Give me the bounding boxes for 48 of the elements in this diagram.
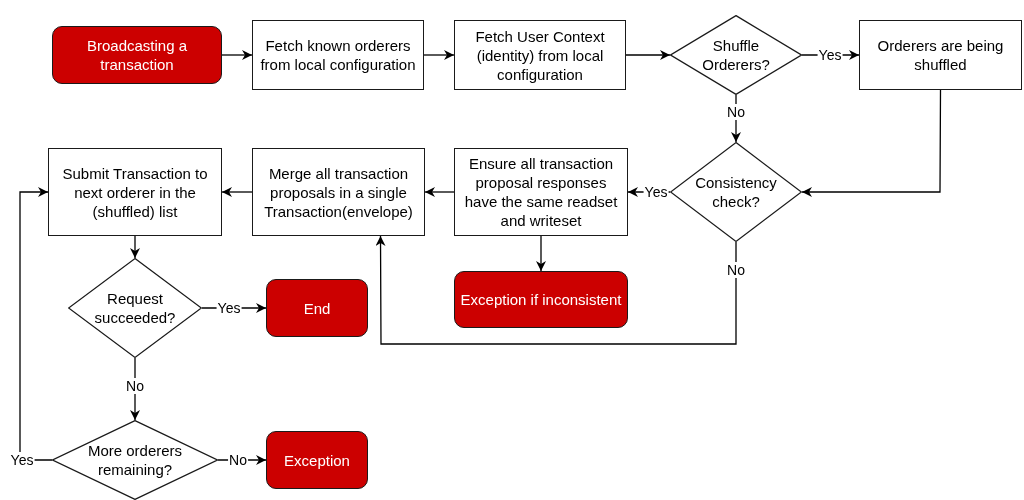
process-box (454, 20, 626, 90)
process-box (252, 20, 424, 90)
node-text: Exception (283, 450, 351, 470)
terminal-box (266, 279, 368, 337)
node-text: Exception if inconsistent (459, 290, 623, 309)
edge-label: Yes (817, 47, 843, 63)
arrow (221, 187, 253, 197)
terminal-box (266, 431, 368, 489)
arrow (19, 187, 53, 461)
edge-label: No (228, 452, 248, 468)
node-text: Merge all transaction proposals in a single Transaction(envelope) (263, 163, 414, 221)
arrow (731, 94, 741, 143)
node-text: Shuffle Orderers? (701, 36, 771, 74)
decision-diamond (52, 420, 218, 500)
node-text: Ensure all transaction proposal responses have the same readset and writeset (463, 154, 619, 230)
edge-label: Yes (643, 184, 669, 200)
node-text: More orderers remaining? (86, 441, 184, 479)
edge-label: Yes (9, 452, 35, 468)
arrow (130, 235, 140, 259)
edge-label: No (726, 104, 746, 120)
arrow (130, 357, 140, 421)
node-text: Orderers are being shuffled (876, 36, 1005, 74)
terminal-box (454, 271, 628, 328)
terminal-box (52, 26, 222, 84)
process-box (454, 148, 628, 236)
decision-diamond (670, 15, 802, 95)
arrow (536, 235, 546, 272)
arrow (375, 235, 737, 345)
process-box (252, 148, 425, 236)
node-text: Consistency check? (694, 173, 778, 211)
edge-label: No (726, 262, 746, 278)
process-box (859, 20, 1022, 90)
arrow (424, 187, 455, 197)
decision-diamond (68, 258, 202, 358)
arrow (625, 50, 671, 60)
node-text: Request succeeded? (93, 289, 177, 327)
decision-diamond (670, 142, 802, 242)
node-text: Submit Transaction to next orderer in the (shuffled) list (61, 163, 209, 221)
edge-label: No (125, 378, 145, 394)
process-box (48, 148, 222, 236)
edge-label: Yes (216, 300, 242, 316)
arrow (423, 50, 455, 60)
node-text: Broadcasting a transaction (85, 36, 189, 74)
arrow (801, 89, 942, 197)
node-text: End (302, 298, 332, 318)
node-text: Fetch known orderers from local configuration (259, 36, 417, 74)
arrow (221, 50, 253, 60)
node-text: Fetch User Context (identity) from local configuration (474, 26, 606, 84)
